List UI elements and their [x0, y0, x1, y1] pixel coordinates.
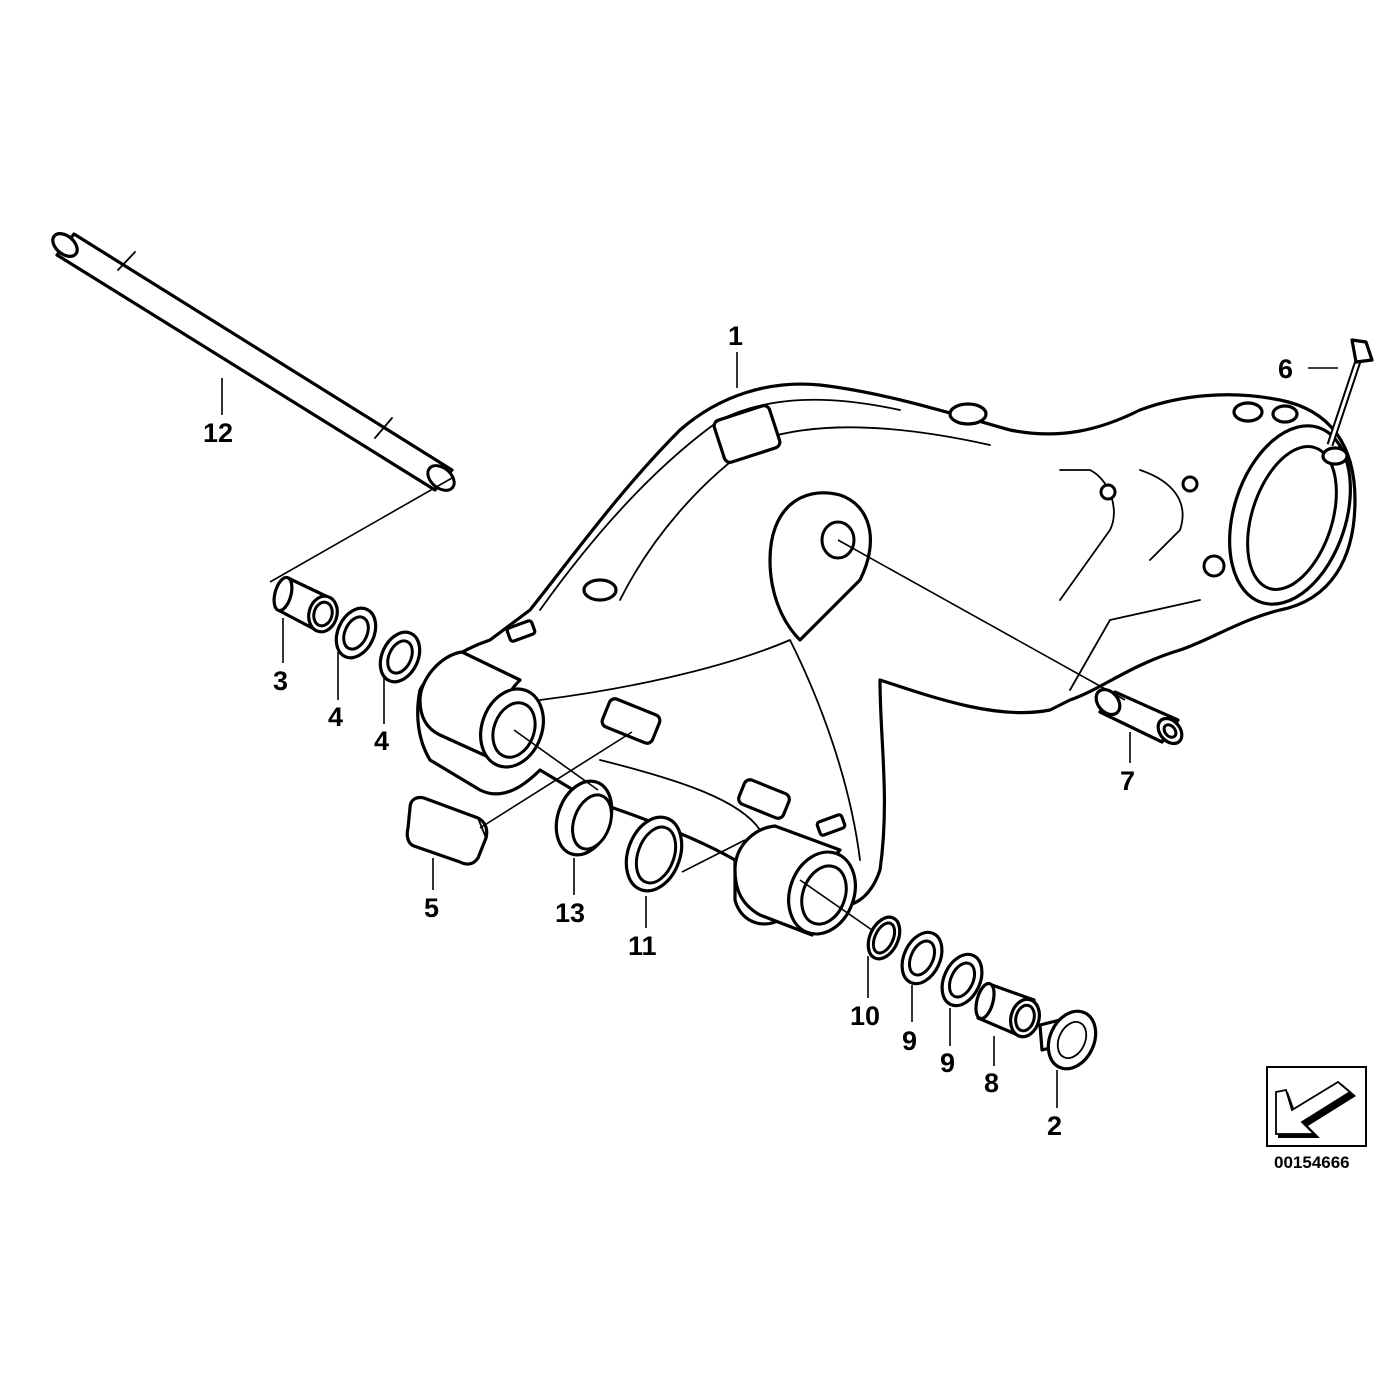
clamp-bolt[interactable]	[1326, 338, 1374, 447]
callout-8: 8	[984, 1068, 999, 1098]
leader-lines	[221, 352, 1338, 1108]
adjusting-screw[interactable]	[1038, 1004, 1104, 1077]
callout-11: 11	[628, 931, 657, 961]
callout-4-a: 4	[328, 702, 343, 732]
callout-9-a: 9	[902, 1026, 917, 1056]
spacer-ring[interactable]	[617, 809, 692, 898]
cover-cap[interactable]	[405, 795, 489, 866]
callout-2: 2	[1047, 1111, 1062, 1141]
left-bearing-sleeve[interactable]	[271, 575, 341, 636]
arrow-down-left-icon	[1266, 1066, 1367, 1147]
swingarm-body[interactable]	[416, 382, 1372, 943]
shock-bushing[interactable]	[1091, 685, 1186, 748]
right-bearing-sleeve[interactable]	[973, 981, 1044, 1040]
callout-13: 13	[555, 898, 585, 928]
left-seal-ring-outer[interactable]	[329, 602, 384, 664]
needle-bearing[interactable]	[547, 773, 622, 862]
callout-12: 12	[203, 418, 233, 448]
callout-5: 5	[424, 893, 439, 923]
pivot-shaft[interactable]	[48, 229, 458, 495]
callout-7: 7	[1120, 766, 1135, 796]
callout-9-b: 9	[940, 1048, 955, 1078]
left-seal-ring-inner[interactable]	[373, 626, 428, 688]
callout-6: 6	[1278, 354, 1293, 384]
callout-3: 3	[273, 666, 288, 696]
callout-1: 1	[728, 321, 743, 351]
circlip[interactable]	[862, 912, 906, 964]
callout-4-b: 4	[374, 726, 389, 756]
callout-10: 10	[850, 1001, 880, 1031]
right-seal-ring-outer[interactable]	[894, 926, 949, 990]
document-number: 00154666	[1274, 1153, 1350, 1172]
right-seal-ring-inner[interactable]	[934, 948, 989, 1012]
